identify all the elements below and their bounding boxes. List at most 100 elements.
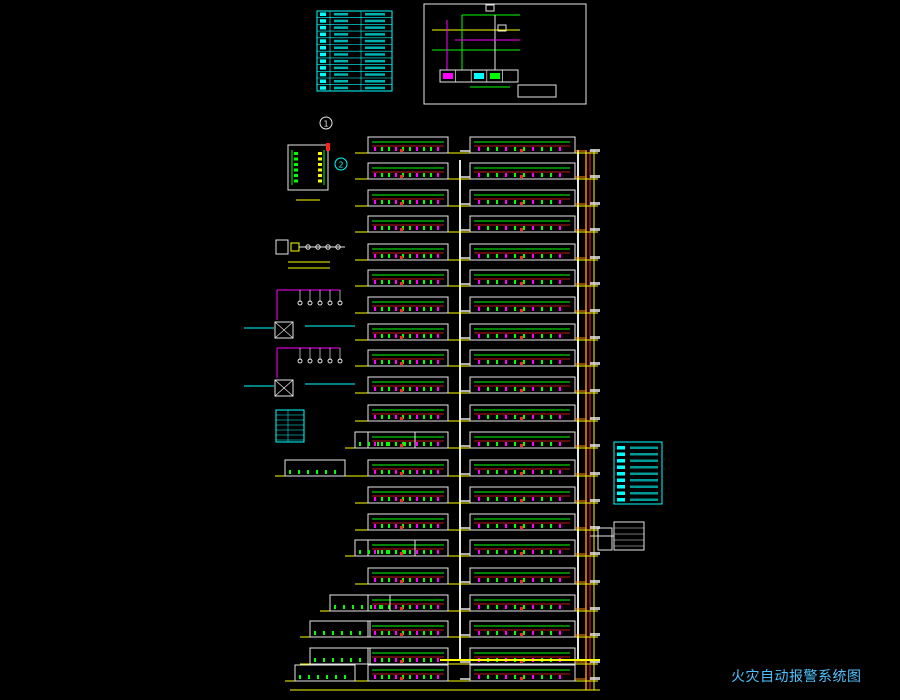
device-box [367, 296, 449, 314]
alarm-device [400, 202, 403, 205]
legend-text-mark [334, 73, 348, 76]
device-circle [317, 300, 323, 306]
legend-text-mark [630, 466, 658, 469]
legend-text-mark [630, 479, 658, 482]
device-box [469, 243, 576, 261]
alarm-device [487, 578, 489, 582]
alarm-device [395, 334, 397, 338]
legend-text-mark [630, 485, 658, 488]
alarm-device [514, 605, 516, 609]
legend-text-mark [630, 446, 658, 449]
device-box [287, 144, 329, 191]
alarm-device [437, 415, 439, 419]
alarm-device [430, 226, 432, 230]
alarm-device [550, 280, 552, 284]
alarm-device [514, 147, 516, 151]
alarm-device [430, 442, 432, 446]
device-box [613, 441, 663, 505]
device-box [469, 486, 576, 504]
alarm-device [325, 470, 327, 474]
alarm-device [423, 442, 425, 446]
alarm-device [505, 387, 507, 391]
alarm-device [388, 524, 390, 528]
legend-text-mark [630, 459, 658, 462]
alarm-device [496, 387, 498, 391]
alarm-device [437, 550, 439, 554]
floor-tag [590, 417, 600, 420]
alarm-device [532, 524, 534, 528]
alarm-device [505, 360, 507, 364]
alarm-device [496, 147, 498, 151]
alarm-device [496, 470, 498, 474]
legend-symbol [320, 72, 326, 77]
alarm-device [423, 631, 425, 635]
alarm-device [523, 387, 525, 391]
alarm-device [496, 226, 498, 230]
alarm-device [523, 578, 525, 582]
device-box [367, 376, 449, 394]
alarm-device [541, 147, 543, 151]
alarm-device [409, 254, 411, 258]
alarm-device [314, 631, 316, 635]
device-box [367, 162, 449, 180]
alarm-device [541, 442, 543, 446]
alarm-device [430, 307, 432, 311]
device-box [469, 567, 576, 585]
device-box [367, 136, 449, 154]
alarm-device [559, 254, 561, 258]
terminal [294, 163, 298, 166]
legend-symbol [617, 478, 625, 482]
legend-symbol [320, 52, 326, 57]
alarm-device [395, 147, 397, 151]
device-box [329, 594, 391, 612]
alarm-device [388, 442, 390, 446]
alarm-device [374, 415, 376, 419]
alarm-device [487, 173, 489, 177]
device-box [367, 215, 449, 233]
alarm-device [359, 442, 361, 446]
alarm-device [550, 605, 552, 609]
device-box [367, 620, 449, 638]
alarm-device [550, 415, 552, 419]
alarm-device [478, 550, 480, 554]
grid-label-1: 1 [323, 120, 328, 129]
alarm-device [514, 280, 516, 284]
legend-text-mark [365, 86, 385, 90]
alarm-device [505, 524, 507, 528]
device-circle [297, 358, 303, 364]
legend-text-mark [334, 46, 348, 49]
device-fill [443, 73, 453, 79]
alarm-device [423, 200, 425, 204]
alarm-device [381, 442, 383, 446]
device-box [469, 404, 576, 422]
terminal [318, 179, 322, 183]
alarm-device [374, 470, 376, 474]
alarm-device [514, 387, 516, 391]
alarm-device [334, 470, 336, 474]
alarm-device [423, 226, 425, 230]
alarm-device [520, 580, 523, 583]
alarm-device [487, 470, 489, 474]
alarm-device [520, 228, 523, 231]
alarm-device [505, 200, 507, 204]
alarm-device [437, 524, 439, 528]
alarm-device [487, 675, 489, 679]
alarm-device [523, 280, 525, 284]
alarm-device [541, 173, 543, 177]
grid-bubble-2: 2 [334, 157, 348, 171]
floor-tag [590, 633, 600, 636]
alarm-device [430, 658, 432, 662]
alarm-device [416, 173, 418, 177]
alarm-device [374, 387, 376, 391]
alarm-device [352, 605, 354, 609]
alarm-device [423, 497, 425, 501]
alarm-device [416, 387, 418, 391]
floor-tag [590, 362, 600, 365]
device-box [275, 409, 305, 443]
alarm-device [388, 497, 390, 501]
legend-text-mark [365, 80, 385, 83]
device-circle [305, 244, 311, 250]
device-box [367, 404, 449, 422]
legend-text-mark [334, 53, 348, 56]
legend-symbol [320, 86, 326, 90]
